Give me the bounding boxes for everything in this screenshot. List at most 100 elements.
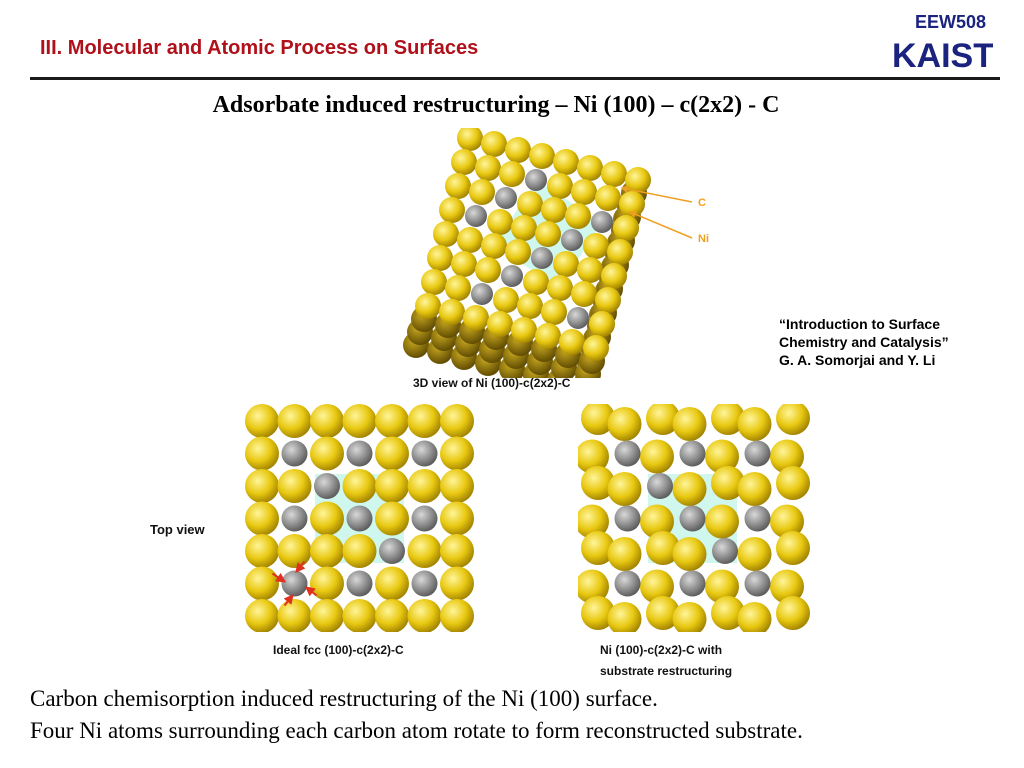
carbon-atom: [501, 265, 523, 287]
ni-atom: [601, 161, 627, 187]
ni-atom: [245, 501, 279, 536]
ni-atom: [440, 566, 474, 601]
course-code: EEW508: [914, 12, 986, 32]
body-line-2: Four Ni atoms surrounding each carbon at…: [30, 718, 803, 743]
ni-atom: [776, 531, 810, 565]
ni-atom: [440, 469, 474, 503]
ni-atom: [770, 504, 804, 539]
ni-atom: [607, 537, 642, 571]
caption-3d-view: 3D view of Ni (100)-c(2x2)-C: [413, 376, 571, 390]
ni-atom: [646, 531, 680, 565]
ni-atom: [776, 596, 810, 630]
ni-atom: [581, 531, 615, 565]
carbon-atom: [679, 570, 706, 597]
ni-atom: [541, 299, 567, 325]
ni-atom: [433, 221, 459, 247]
rotation-arrow: [304, 586, 318, 597]
ni-atom: [770, 439, 804, 474]
ni-atom: [440, 436, 474, 471]
carbon-atom: [531, 247, 553, 269]
ni-atom: [245, 404, 279, 438]
caption-restructured-line-1: Ni (100)-c(2x2)-C with: [600, 643, 723, 657]
carbon-atom: [465, 205, 487, 227]
ni-atom: [559, 329, 585, 355]
ni-atom: [245, 436, 279, 471]
ni-atom: [625, 167, 651, 193]
ni-atom: [407, 404, 442, 438]
ni-atom: [440, 501, 474, 536]
ni-atom: [310, 534, 344, 568]
carbon-atom: [346, 440, 373, 467]
carbon-atom: [712, 538, 738, 564]
ni-atom: [581, 404, 615, 435]
ni-atom: [439, 197, 465, 223]
ni-atom: [672, 407, 707, 441]
carbon-atom: [346, 505, 373, 532]
ni-atom: [578, 504, 609, 539]
ni-atom: [475, 257, 501, 283]
ni-atom: [310, 436, 344, 471]
pointer-arrow-c: [620, 185, 693, 203]
ni-atom: [342, 469, 377, 503]
ni-atom: [440, 404, 474, 438]
ni-atom: [245, 599, 279, 632]
ni-atom: [445, 275, 471, 301]
carbon-atom: [411, 505, 438, 532]
ni-atom: [451, 149, 477, 175]
ni-atom: [375, 501, 409, 536]
ni-atom: [672, 602, 707, 632]
ni-atom: [613, 215, 639, 241]
ni-atom: [571, 179, 597, 205]
ni-atom: [535, 323, 561, 349]
ni-atom: [607, 407, 642, 441]
ni-atom: [421, 269, 447, 295]
ni-atom: [547, 275, 573, 301]
ni-atom: [737, 537, 772, 571]
ni-atom: [581, 596, 615, 630]
ni-atom: [776, 404, 810, 435]
ni-atom: [481, 131, 507, 157]
body-text: Carbon chemisorption induced restructuri…: [30, 683, 1010, 747]
ni-atom: [310, 501, 344, 536]
ni-atom: [457, 128, 483, 151]
ni-atom: [310, 404, 344, 438]
ni-atom: [595, 287, 621, 313]
figure-ideal-lattice: [245, 404, 480, 632]
figure-restructured-lattice: [578, 404, 813, 632]
ni-atom: [547, 173, 573, 199]
carbon-atom: [679, 440, 706, 467]
ni-atom: [589, 311, 615, 337]
ni-atom: [737, 472, 772, 506]
ni-atom: [310, 566, 344, 601]
caption-ideal-lattice: Ideal fcc (100)-c(2x2)-C: [273, 643, 404, 657]
ni-atom: [535, 221, 561, 247]
caption-restructured-line-2: substrate restructuring: [600, 664, 733, 678]
ni-atom: [277, 469, 312, 503]
carbon-atom: [314, 473, 340, 499]
ni-atom: [427, 245, 453, 271]
ni-atom: [565, 203, 591, 229]
ni-atom: [499, 161, 525, 187]
ni-atom: [571, 281, 597, 307]
ni-atom: [407, 599, 442, 632]
carbon-atom: [744, 570, 771, 597]
kaist-logo: KAIST: [893, 37, 993, 73]
ni-atom: [619, 191, 645, 217]
ni-atom: [415, 293, 441, 319]
reference-line-1: “Introduction to Surface: [779, 316, 940, 332]
ni-atom: [705, 569, 739, 604]
ni-atom: [487, 209, 513, 235]
ni-atom: [523, 269, 549, 295]
page-title: III. Molecular and Atomic Process on Sur…: [40, 37, 479, 59]
carbon-atom: [411, 570, 438, 597]
ni-atom: [737, 407, 772, 441]
ni-atom: [277, 404, 312, 438]
ni-atom: [445, 173, 471, 199]
carbon-atom: [614, 440, 641, 467]
ni-atom: [469, 179, 495, 205]
ni-atom: [705, 439, 739, 474]
body-line-1: Carbon chemisorption induced restructuri…: [30, 686, 658, 711]
ni-atom: [607, 239, 633, 265]
ni-atom: [607, 472, 642, 506]
